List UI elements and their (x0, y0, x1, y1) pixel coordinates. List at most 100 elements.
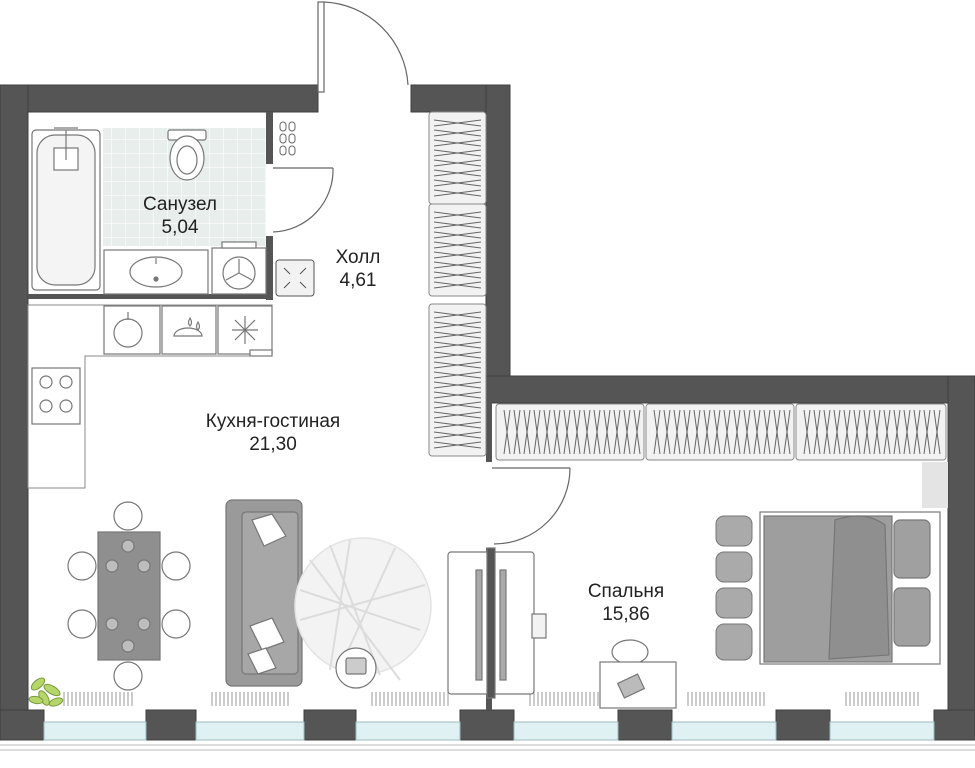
hatch-line (753, 409, 761, 455)
hatch-line (433, 431, 482, 439)
hatch-line (593, 409, 601, 455)
hatch-line (433, 221, 482, 229)
hatch-line (773, 409, 781, 455)
hatch-line (673, 409, 681, 455)
wall-bottom-3 (303, 709, 357, 741)
room-label-bathroom: Санузел 5,04 (118, 193, 242, 239)
hatch-line (703, 409, 711, 455)
hatch-line (583, 409, 591, 455)
windows (43, 721, 935, 741)
bathtub-icon (31, 127, 101, 291)
hatch-line (433, 159, 482, 167)
radiators (63, 692, 919, 706)
hatch-line (433, 421, 482, 429)
coffee-table-icon (335, 647, 377, 689)
chair-icon (113, 501, 143, 531)
hatch-line (623, 409, 631, 455)
toilet-icon (167, 129, 207, 181)
hatch-line (573, 409, 581, 455)
hatch-line (433, 231, 482, 239)
tv-stand-icon (447, 547, 547, 699)
hatch-line (853, 409, 861, 455)
place-setting-icon (121, 639, 135, 653)
wall-bottom-5 (617, 709, 673, 741)
hatch-line (933, 409, 941, 455)
hatch-line (663, 409, 671, 455)
hatch-line (863, 409, 871, 455)
hatch-line (433, 261, 482, 269)
kitchen-sink-icon (103, 305, 161, 355)
washing-machine-icon (211, 241, 267, 295)
room-area: 21,30 (249, 434, 297, 455)
hatch-line (433, 139, 482, 147)
bathroom-door (272, 167, 334, 233)
hatch-line (633, 409, 641, 455)
bedroom-wardrobe (495, 403, 947, 461)
cooktop-icon (31, 367, 81, 425)
hatch-line (433, 129, 482, 137)
desk-icon (599, 639, 677, 709)
hatch-line (543, 409, 551, 455)
hatch-line (503, 409, 511, 455)
chair-icon (161, 551, 191, 581)
floor-drain-icon (275, 259, 315, 297)
hatch-line (433, 361, 482, 369)
hatch-line (913, 409, 921, 455)
hatch-line (843, 409, 851, 455)
dining-table-icon (67, 501, 191, 691)
room-name: Санузел (142, 194, 217, 215)
hatch-line (433, 189, 482, 197)
window-1 (43, 721, 147, 741)
place-setting-icon (137, 617, 151, 631)
place-setting-icon (105, 559, 119, 573)
hatch-line (513, 409, 521, 455)
fridge-icon (217, 305, 273, 357)
room-area: 15,86 (602, 604, 650, 625)
hatch-line (713, 409, 721, 455)
partition-bath-right-bottom (266, 236, 273, 300)
hatch-line (893, 409, 901, 455)
wall-hall-right (485, 84, 511, 404)
hatch-line (873, 409, 881, 455)
switch-icon (279, 121, 296, 156)
room-area: 5,04 (161, 217, 199, 238)
wall-left (0, 84, 29, 716)
hatch-line (743, 409, 751, 455)
hatch-line (613, 409, 621, 455)
hatch-line (433, 391, 482, 399)
hatch-line (683, 409, 691, 455)
hatch-line (783, 409, 791, 455)
room-name: Спальня (587, 581, 665, 602)
room-name: Холл (335, 247, 381, 268)
hatch-line (693, 409, 701, 455)
hatch-line (433, 401, 482, 409)
wall-bottom-1 (0, 709, 45, 741)
wall-bottom-4 (459, 709, 515, 741)
bedroom-wall-niche (922, 462, 948, 508)
window-4 (513, 721, 619, 741)
hatch-line (723, 409, 731, 455)
hatch-line (763, 409, 771, 455)
chair-icon (161, 609, 191, 639)
plant-icon (28, 677, 64, 707)
hatch-line (433, 251, 482, 259)
hall-wardrobe (428, 111, 487, 457)
hatch-line (433, 371, 482, 379)
hatch-line (433, 179, 482, 187)
hall-wardrobe-hatch (433, 119, 482, 449)
hatch-line (433, 149, 482, 157)
hatch-line (823, 409, 831, 455)
window-6 (829, 721, 935, 741)
hatch-line (433, 411, 482, 419)
room-label-bedroom: Спальня 15,86 (566, 580, 686, 626)
chair-icon (67, 551, 97, 581)
wall-right (947, 375, 975, 717)
hatch-line (733, 409, 741, 455)
wall-top-left (0, 84, 319, 113)
hatch-line (433, 381, 482, 389)
hatch-line (433, 311, 482, 319)
wall-bottom-2 (145, 709, 197, 741)
partition-bath-bottom (28, 294, 273, 299)
hatch-line (433, 271, 482, 279)
